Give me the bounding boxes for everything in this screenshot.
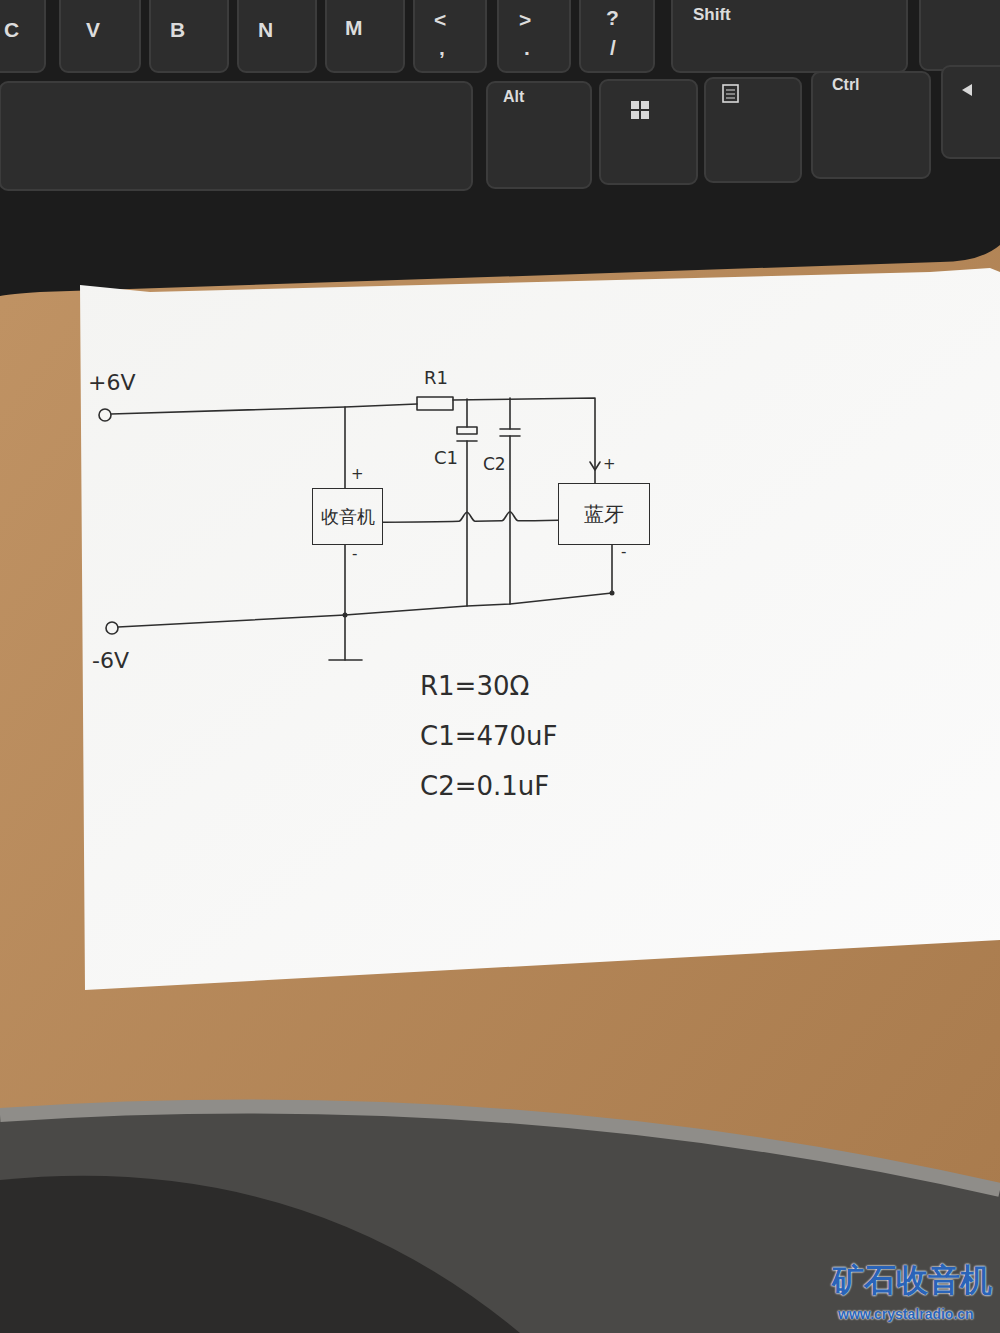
menu-key-icon: [726, 90, 735, 98]
capacitor-wire: [509, 436, 511, 604]
ground-wire: [118, 593, 612, 627]
voltage-label: -6V: [92, 648, 129, 673]
signal-wire: [383, 512, 558, 522]
key-label: ?: [606, 6, 619, 30]
key-label: /: [610, 36, 616, 60]
terminal-circle: [99, 409, 111, 421]
key-label: >: [519, 8, 531, 32]
component-value: R1=30Ω: [420, 672, 529, 702]
key-label: Ctrl: [832, 76, 860, 94]
key: [150, 0, 228, 72]
key: [238, 0, 316, 72]
polarity-sign: +: [351, 466, 364, 483]
menu-key-icon: [723, 85, 738, 102]
capacitor-wire: [509, 398, 511, 429]
device-name: 蓝牙: [584, 501, 624, 528]
key: [942, 66, 1000, 158]
ground-wire: [344, 545, 346, 660]
dark-object: [0, 1107, 1000, 1333]
windows-logo: [641, 101, 649, 109]
terminal-circle: [106, 622, 118, 634]
device-box: 蓝牙: [558, 483, 650, 545]
key-label: Shift: [693, 5, 731, 25]
watermark: www.crystalradio.cn: [838, 1306, 974, 1322]
electrolytic-capacitor-symbol: [457, 427, 477, 434]
key-label: <: [434, 8, 446, 32]
device-name: 收音机: [321, 505, 375, 529]
watermark: 矿石收音机: [832, 1262, 992, 1299]
terminal-arrow: [590, 462, 600, 470]
part-name: R1: [424, 368, 448, 389]
key: [60, 0, 140, 72]
capacitor-wire: [466, 399, 468, 427]
polarity-sign: +: [603, 456, 616, 473]
key-label: N: [258, 18, 273, 42]
key-label: B: [170, 18, 185, 42]
part-name: C1: [434, 448, 458, 469]
key: [705, 78, 801, 182]
capacitor-wire: [466, 441, 468, 606]
part-name: C2: [483, 455, 506, 475]
key: [672, 0, 907, 72]
windows-logo: [631, 111, 639, 119]
key: [487, 82, 591, 188]
key-label: ,: [439, 36, 445, 60]
key: [580, 0, 654, 72]
polarity-sign: -: [621, 544, 626, 561]
key-label: C: [4, 18, 19, 42]
ground-symbol: [329, 659, 362, 661]
junction-dot: [610, 591, 615, 596]
windows-logo: [631, 101, 639, 109]
polarity-sign: -: [352, 546, 357, 563]
dark-shadow: [0, 1176, 520, 1333]
key: [0, 82, 472, 190]
supply-wire: [453, 398, 595, 483]
key: [326, 0, 404, 72]
supply-wire: [111, 404, 417, 414]
key: [414, 0, 486, 72]
paper-sheet: [80, 268, 1000, 990]
key: [920, 0, 1000, 70]
key: [600, 80, 697, 184]
windows-logo: [641, 111, 649, 119]
object-rim: [0, 1107, 1000, 1190]
key-label: .: [524, 36, 530, 60]
capacitor-symbol: [500, 429, 520, 436]
component-value: C1=470uF: [420, 722, 558, 752]
key: [812, 72, 930, 178]
key: [498, 0, 570, 72]
key-label: V: [86, 18, 100, 42]
key-label: M: [345, 16, 363, 40]
supply-wire: [344, 407, 346, 488]
key: [0, 0, 45, 72]
resistor-symbol: [417, 397, 453, 410]
junction-dot: [343, 613, 348, 618]
ground-wire: [611, 545, 613, 593]
arrow-key-icon: [962, 84, 972, 96]
voltage-label: +6V: [88, 370, 135, 395]
component-value: C2=0.1uF: [420, 772, 549, 802]
device-box: 收音机: [312, 488, 383, 545]
key-label: Alt: [503, 88, 524, 106]
